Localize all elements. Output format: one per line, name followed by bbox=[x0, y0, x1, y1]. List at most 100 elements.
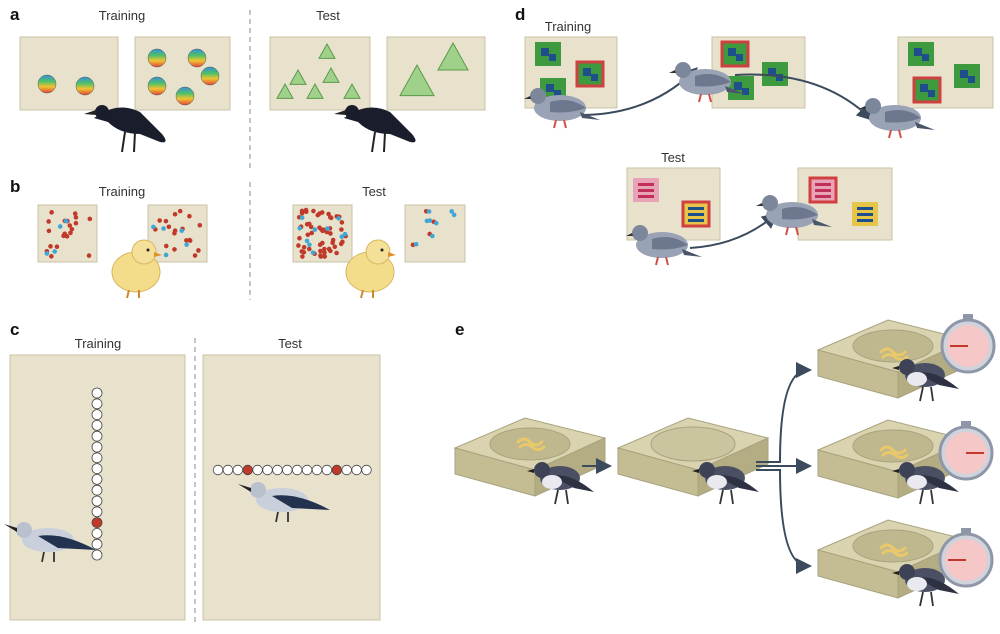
blue-square bbox=[583, 68, 591, 76]
dot bbox=[336, 216, 341, 221]
dot bbox=[339, 220, 345, 225]
arrow bbox=[734, 73, 873, 121]
dot bbox=[57, 224, 63, 229]
pattern-stripe bbox=[638, 189, 654, 192]
dot bbox=[301, 244, 307, 250]
blue-square bbox=[928, 90, 935, 97]
blue-square bbox=[960, 70, 968, 78]
dot bbox=[318, 254, 324, 259]
dot bbox=[72, 211, 78, 216]
panel-a-test-title: Test bbox=[316, 8, 340, 23]
dot bbox=[296, 243, 301, 248]
hole bbox=[331, 464, 343, 476]
hole bbox=[232, 464, 244, 476]
triangle bbox=[318, 42, 336, 59]
dot bbox=[299, 215, 305, 220]
pattern-stripe bbox=[815, 183, 831, 186]
dot bbox=[325, 226, 330, 231]
dot bbox=[179, 228, 185, 234]
dot bbox=[449, 209, 455, 214]
blue-square bbox=[736, 54, 743, 61]
dot bbox=[317, 211, 322, 216]
dot bbox=[163, 218, 169, 224]
dot bbox=[434, 220, 439, 226]
dot bbox=[63, 218, 69, 224]
hole bbox=[91, 538, 103, 550]
dot bbox=[166, 224, 172, 230]
dot bbox=[172, 211, 178, 217]
stopwatch-icon bbox=[938, 419, 994, 481]
hole bbox=[252, 464, 263, 476]
dot bbox=[61, 233, 66, 239]
dot bbox=[157, 218, 162, 223]
arrow bbox=[756, 362, 812, 463]
blue-square bbox=[742, 88, 749, 95]
dot bbox=[187, 213, 192, 219]
hole bbox=[91, 517, 103, 528]
blue-square bbox=[554, 90, 561, 97]
blue-square bbox=[546, 84, 554, 92]
dot bbox=[44, 251, 50, 256]
panel-a-card-3 bbox=[269, 36, 371, 111]
dot bbox=[172, 228, 178, 233]
triangle bbox=[343, 82, 361, 99]
dot bbox=[317, 225, 322, 231]
dot bbox=[328, 231, 333, 236]
panel-a-card-1 bbox=[19, 36, 119, 111]
pattern-stripe bbox=[857, 213, 873, 216]
dot bbox=[300, 254, 305, 259]
panel-b-label: b bbox=[10, 177, 20, 196]
worm bbox=[879, 445, 909, 459]
dot bbox=[310, 250, 316, 255]
blue-square bbox=[768, 68, 776, 76]
panel-d-test-title: Test bbox=[661, 150, 685, 165]
worm bbox=[516, 437, 546, 451]
dot bbox=[339, 234, 345, 240]
dot bbox=[163, 243, 169, 249]
hole bbox=[222, 464, 234, 476]
panel-b-training-title: Training bbox=[99, 184, 145, 199]
panel-d-training-title: Training bbox=[545, 19, 591, 34]
panel-b-card-4 bbox=[404, 204, 466, 263]
dot bbox=[151, 224, 156, 230]
pattern-stripe bbox=[688, 219, 704, 222]
dot bbox=[339, 227, 344, 232]
gradient-ball bbox=[37, 74, 57, 94]
gradient-ball bbox=[175, 86, 195, 106]
dot bbox=[330, 237, 336, 243]
pattern-stripe bbox=[857, 207, 873, 210]
hole bbox=[361, 464, 372, 476]
dot bbox=[184, 242, 189, 247]
hole bbox=[91, 419, 103, 431]
dot bbox=[49, 210, 54, 215]
dot bbox=[299, 210, 305, 216]
triangle bbox=[276, 82, 294, 99]
dot bbox=[187, 237, 192, 243]
hole bbox=[91, 473, 103, 485]
dot bbox=[172, 247, 177, 252]
green-stimulus bbox=[575, 60, 605, 88]
hole bbox=[272, 464, 283, 476]
hole bbox=[91, 387, 103, 399]
dot bbox=[305, 232, 311, 238]
dot bbox=[304, 221, 310, 227]
pattern-stripe bbox=[638, 183, 654, 186]
panel-e-label: e bbox=[455, 320, 464, 339]
crow-icon bbox=[83, 104, 167, 153]
dot bbox=[334, 250, 339, 256]
hole bbox=[91, 398, 103, 410]
dot bbox=[312, 227, 318, 232]
hole bbox=[91, 549, 103, 561]
triangle bbox=[306, 82, 324, 99]
gradient-ball bbox=[147, 48, 167, 68]
hole bbox=[341, 464, 352, 476]
dot bbox=[303, 207, 309, 213]
hole bbox=[311, 464, 323, 476]
dot bbox=[67, 223, 73, 228]
dot bbox=[451, 212, 457, 218]
dot bbox=[49, 254, 54, 259]
dot bbox=[87, 216, 93, 222]
dot bbox=[297, 225, 303, 231]
dot bbox=[424, 218, 430, 224]
